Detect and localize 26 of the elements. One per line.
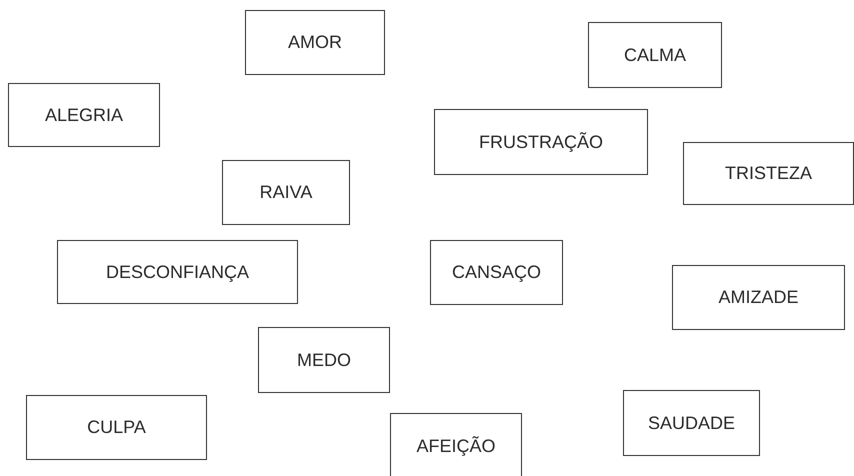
word-label: ALEGRIA [44, 104, 124, 126]
word-box [258, 327, 390, 393]
word-box [434, 109, 648, 175]
word-box [222, 160, 350, 225]
word-box [430, 240, 563, 305]
word-label: FRUSTRAÇÃO [478, 132, 603, 152]
word-label: RAIVA [260, 182, 312, 203]
word-label: AMOR [288, 32, 342, 53]
word-label: AMIZADE [718, 287, 798, 308]
word-box [623, 390, 760, 456]
word-box [683, 142, 854, 205]
word-box [57, 240, 298, 304]
word-label: SAUDADE [648, 412, 736, 434]
word-label: CULPA [87, 417, 146, 438]
word-box [26, 395, 207, 460]
word-label: DESCONFIANÇA [106, 262, 249, 282]
word-label: CANSAÇO [452, 262, 541, 283]
word-label: AFEIÇÃO [416, 436, 496, 456]
word-box [8, 83, 160, 147]
word-box [672, 265, 845, 330]
word-label: CALMA [624, 44, 686, 66]
word-box [390, 413, 522, 476]
word-label: TRISTEZA [724, 163, 812, 184]
word-box [588, 22, 722, 88]
word-label: MEDO [297, 350, 351, 370]
word-box [245, 10, 385, 75]
